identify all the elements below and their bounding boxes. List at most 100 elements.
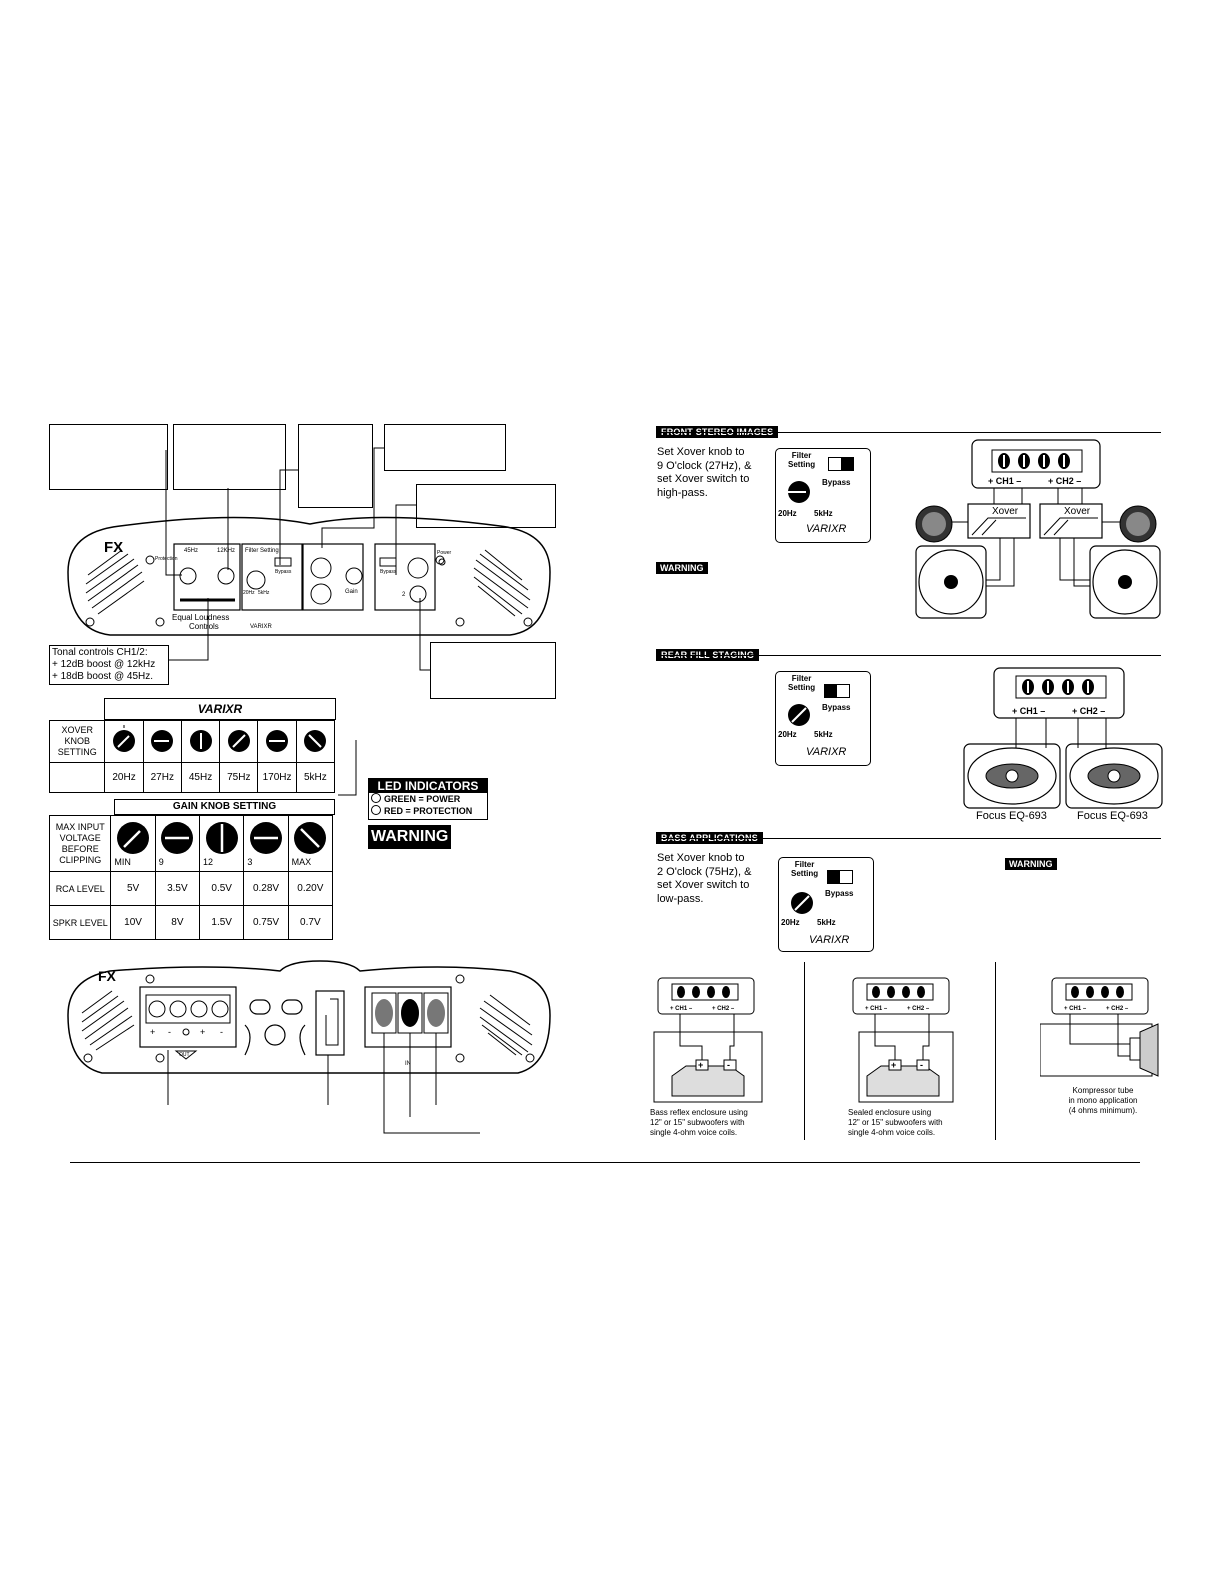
svg-text:+ CH1 –: + CH1 –	[1064, 1006, 1087, 1012]
svg-text:+ CH1 –: + CH1 –	[988, 476, 1021, 486]
gain-knob-icon	[294, 822, 327, 854]
sealed-enclosure-diagram: + CH1 – + CH2 – + -	[852, 977, 954, 1103]
svg-text:20Hz: 20Hz	[243, 590, 255, 596]
svg-text:+ CH2 –: + CH2 –	[712, 1006, 735, 1012]
spkr-value: 0.7V	[287, 905, 334, 940]
xover-row-label: XOVER KNOB SETTING	[48, 720, 106, 763]
svg-text:45Hz: 45Hz	[184, 548, 198, 554]
callout-box-4	[384, 424, 506, 471]
rca-value: 0.5V	[199, 871, 245, 906]
svg-text:+: +	[200, 1027, 205, 1037]
svg-text:Filter Setting: Filter Setting	[245, 548, 279, 554]
svg-text:Xover: Xover	[992, 506, 1019, 517]
xover-knob-icon	[788, 481, 810, 503]
svg-text:5kHz: 5kHz	[258, 590, 270, 596]
xover-freq: 20Hz	[104, 762, 144, 793]
svg-text:+ CH1 –: + CH1 –	[1012, 706, 1045, 716]
svg-text:Equal Loudness: Equal Loudness	[172, 613, 229, 622]
knob-icon	[151, 730, 174, 752]
xover-switch-icon	[827, 870, 853, 884]
bass-warning: WARNING	[1005, 858, 1057, 870]
svg-text:-: -	[920, 1060, 923, 1070]
gain-table: MAX INPUT VOLTAGE BEFORE CLIPPING MIN 9 …	[48, 815, 334, 940]
xover-freq: 45Hz	[180, 762, 221, 793]
front-warning: WARNING	[656, 562, 708, 574]
amp-top-panel: FX Protection 45Hz 12KHz Filter Setting …	[67, 516, 551, 636]
rear-wiring-diagram: + CH1 – + CH2 –	[963, 667, 1163, 809]
led-indicators: LED INDICATORS GREEN = POWER RED = PROTE…	[368, 778, 488, 820]
svg-text:Bypass: Bypass	[275, 569, 292, 575]
spkr-value: 8V	[154, 905, 201, 940]
rear-speaker-label-2: Focus EQ-693	[1077, 810, 1148, 822]
gain-knob-icon	[205, 822, 238, 854]
knob-icon	[113, 725, 136, 752]
svg-text:+ CH2 –: + CH2 –	[1106, 1006, 1129, 1012]
rca-value: 5V	[110, 871, 156, 906]
svg-text:VARIXR: VARIXR	[250, 624, 273, 630]
xover-knob-icon	[788, 704, 810, 726]
xover-table-title: VARIXR	[104, 698, 336, 720]
footer-rule	[70, 1162, 1140, 1163]
gain-knob-icon	[161, 822, 194, 854]
xover-freq: 27Hz	[142, 762, 182, 793]
gain-knob-icon	[117, 822, 150, 854]
tonal-note-line-2: + 12dB boost @ 12kHz	[52, 659, 156, 670]
svg-text:+ CH1 –: + CH1 –	[670, 1006, 693, 1012]
xover-freq: 5kHz	[295, 762, 336, 793]
callout-lines	[165, 447, 430, 796]
svg-text:2: 2	[402, 592, 406, 598]
svg-text:-: -	[727, 1060, 730, 1070]
svg-text:Power: Power	[437, 550, 452, 556]
svg-text:Controls: Controls	[189, 622, 219, 631]
callout-box-6	[430, 642, 556, 699]
tonal-note-line-1: Tonal controls CH1/2:	[52, 647, 148, 658]
svg-text:+: +	[891, 1060, 896, 1070]
tonal-note-line-3: + 18dB boost @ 45Hz.	[52, 671, 154, 682]
xover-freq: 170Hz	[257, 762, 297, 793]
amp-bottom-panel: FX + - + - OUT IN	[67, 960, 551, 1134]
led-green-icon	[371, 793, 381, 803]
callout-box-5	[416, 484, 556, 528]
rca-value: 0.20V	[287, 871, 334, 906]
brand-logo: FX	[104, 539, 123, 556]
svg-text:IN: IN	[405, 1061, 411, 1067]
knob-icon	[227, 730, 250, 752]
bass-reflex-diagram: + CH1 – + CH2 – + -	[653, 977, 763, 1103]
xover-freq: 75Hz	[219, 762, 259, 793]
callout-box-2	[173, 424, 286, 490]
knob-icon	[189, 730, 212, 752]
svg-text:FX: FX	[98, 968, 117, 984]
svg-text:+ CH2 –: + CH2 –	[1072, 706, 1105, 716]
knob-icon	[266, 730, 289, 752]
xover-switch-icon	[824, 684, 850, 698]
svg-text:Bypass: Bypass	[380, 569, 397, 575]
svg-text:+ CH2 –: + CH2 –	[1048, 476, 1081, 486]
callout-box-1	[49, 424, 168, 490]
rca-value: 3.5V	[154, 871, 201, 906]
gain-table-title: GAIN KNOB SETTING	[114, 799, 335, 815]
led-title: LED INDICATORS	[369, 779, 487, 793]
knob-icon	[304, 730, 327, 752]
kompressor-diagram: + CH1 – + CH2 –	[1040, 977, 1159, 1077]
svg-text:-: -	[220, 1027, 223, 1037]
tonal-note-box: Tonal controls CH1/2: + 12dB boost @ 12k…	[49, 645, 169, 685]
spkr-value: 10V	[110, 905, 156, 940]
svg-text:+: +	[698, 1060, 703, 1070]
rca-value: 0.28V	[243, 871, 289, 906]
gain-row-label: MAX INPUT VOLTAGE BEFORE CLIPPING	[48, 815, 112, 872]
front-wiring-diagram: + CH1 – + CH2 – Xover Xover	[915, 439, 1161, 619]
xover-knob-icon	[791, 892, 813, 914]
spkr-value: 0.75V	[243, 905, 289, 940]
xover-switch-icon	[828, 457, 854, 471]
callout-box-3	[298, 424, 373, 508]
xover-table: XOVER KNOB SETTING 20Hz 27Hz 45Hz 75Hz 1…	[48, 720, 336, 793]
warning-label-big: WARNING	[368, 825, 452, 849]
